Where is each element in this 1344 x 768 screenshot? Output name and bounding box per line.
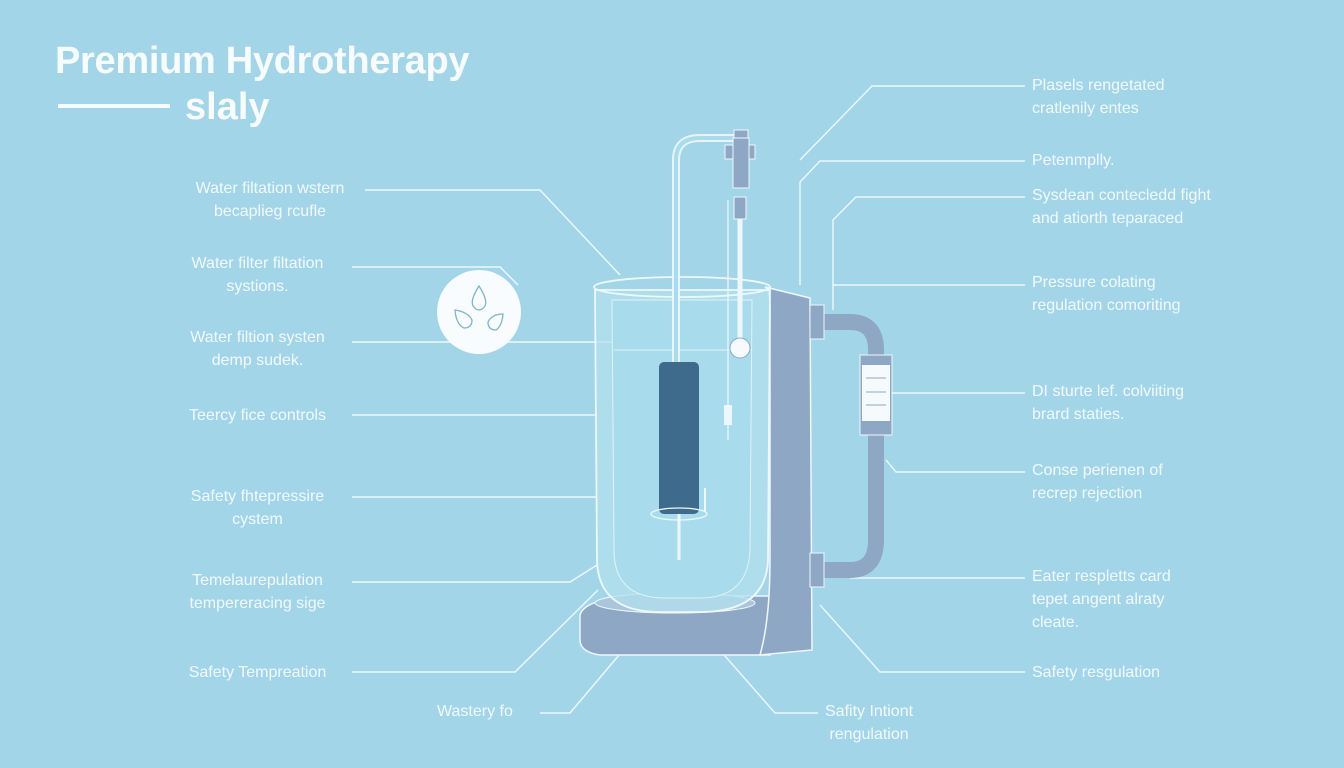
callout-right-3: Sysdean contecledd fight and atiorth tep… [1032,184,1211,230]
callout-bottom-2: Safity Intiont rengulation [825,700,913,746]
valve [724,129,756,220]
callout-left-6: Temelaurepulation tempereracing sige [165,569,350,615]
page-subtitle: slaly [185,86,270,128]
callout-text: cratlenily entes [1032,100,1139,117]
callout-text: tepet angent alraty [1032,591,1165,608]
callout-text: Eater respletts card [1032,568,1171,585]
leader-line [799,85,1025,161]
callout-right-6: Conse perienen of recrep rejection [1032,459,1163,505]
callout-left-3: Water filtion systen demp sudek. [165,326,350,372]
callout-left-7: Safety Tempreation [165,661,350,684]
callout-text: Petenmplly. [1032,152,1115,169]
callout-left-1: Water filtation wstern becaplieg rcufle [175,177,365,223]
callout-text: regulation comoriting [1032,297,1181,314]
callout-text: Safety fhtepressire [190,488,325,505]
callout-text: Conse perienen of [1032,462,1163,479]
filter-cartridge [659,362,699,514]
callout-text: rengulation [829,726,909,743]
callout-text: becaplieg rcufle [213,203,327,220]
callout-text: Safity Intiont [825,703,914,720]
callout-left-5: Safety fhtepressire cystem [165,485,350,531]
leader-line [540,647,626,714]
leader-lines [352,85,1025,714]
callout-text: Wastery fo [437,703,513,720]
callout-text: Safety Tempreation [188,664,327,681]
leader-line [352,589,599,673]
page-title: Premium Hydrotherapy [55,40,470,82]
leader-line [885,459,1025,473]
callout-text: Water filtion systen [190,329,325,346]
callout-text: Teercy fice controls [189,407,326,424]
leader-line [819,604,1025,673]
leader-line [799,160,1025,285]
callout-right-4: Pressure colating regulation comoriting [1032,271,1181,317]
pressure-gauge-icon [729,337,751,359]
callout-text: Safety resgulation [1032,664,1161,681]
water-drops-icon [437,270,521,354]
callout-right-1: Plasels rengetated cratlenily entes [1032,74,1165,120]
callout-bottom-1: Wastery fo [437,700,513,723]
title-rule [58,104,170,108]
callout-text: Temelaurepulation [192,572,323,589]
callout-left-2: Water filter filtation systions. [165,252,350,298]
flow-meter [862,365,890,421]
callout-text: systions. [226,278,289,295]
callout-text: DI sturte lef. colviiting [1032,383,1185,400]
leader-line [352,266,519,286]
callout-text: Plasels rengetated [1032,77,1165,94]
callout-right-7: Eater respletts card tepet angent alraty… [1032,565,1171,634]
callout-text: tempereracing sige [189,595,326,612]
callout-text: and atiorth teparaced [1032,210,1184,227]
temperature-probe [724,405,732,425]
callout-text: Water filter filtation [191,255,324,272]
leader-line [832,196,1025,310]
callout-text: brard staties. [1032,406,1125,423]
callout-text: Water filtation wstern [195,180,345,197]
external-pipe [809,304,893,588]
leader-line [717,647,818,714]
callout-right-8: Safety resgulation [1032,661,1160,684]
callout-text: cleate. [1032,614,1080,631]
callout-right-5: DI sturte lef. colviiting brard staties. [1032,380,1184,426]
callout-text: recrep rejection [1032,485,1143,502]
callout-right-2: Petenmplly. [1032,149,1114,172]
callout-text: demp sudek. [211,352,304,369]
callout-text: Pressure colating [1032,274,1156,291]
callout-text: cystem [232,511,283,528]
callout-text: Sysdean contecledd fight [1032,187,1211,204]
leader-line [352,564,598,583]
callout-left-4: Teercy fice controls [165,404,350,427]
leader-line [365,189,621,276]
